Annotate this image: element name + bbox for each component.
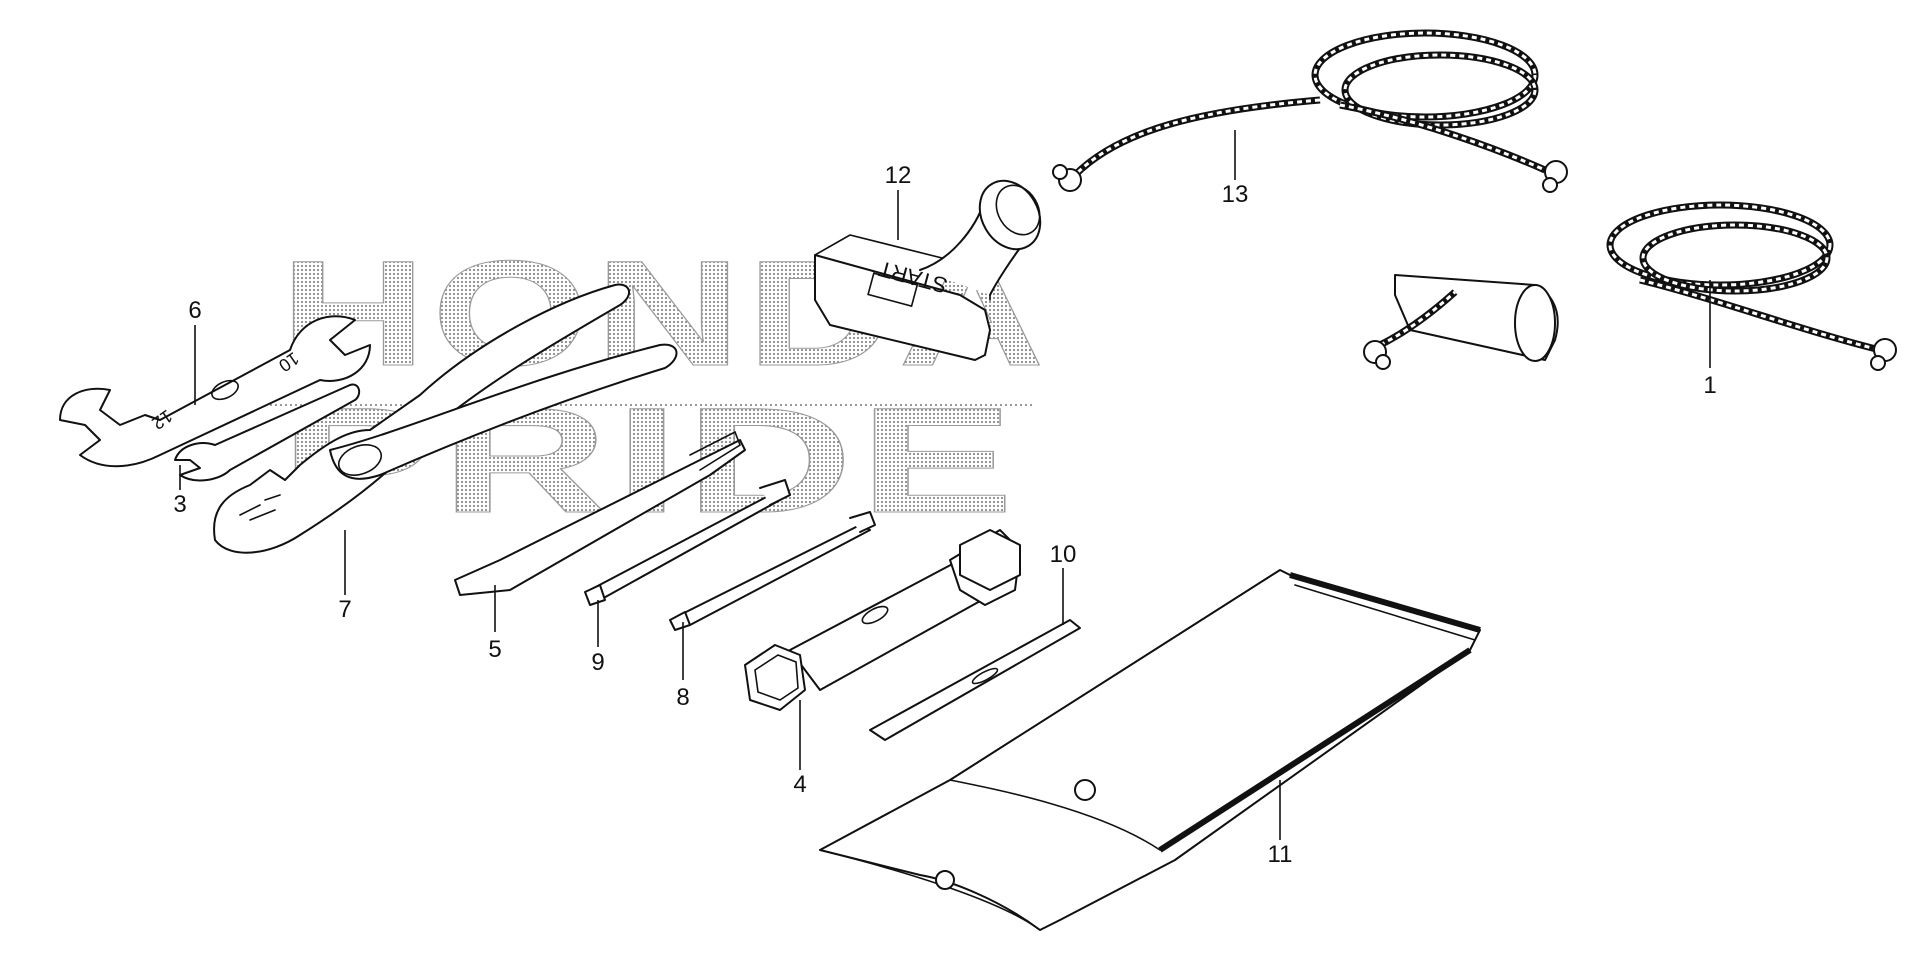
callout-3: 3	[173, 491, 186, 518]
rope-13	[1052, 29, 1568, 193]
screwdriver-bit-8	[669, 511, 876, 631]
pliers-7	[213, 283, 678, 554]
plug-wrench-4	[744, 529, 1021, 711]
tommy-bar-10	[869, 619, 1081, 741]
callout-13: 13	[1222, 181, 1249, 208]
callout-6: 6	[188, 297, 201, 324]
callout-12: 12	[885, 162, 912, 189]
wrench-6: 12 10	[59, 315, 371, 468]
callout-7: 7	[338, 596, 351, 623]
callout-4: 4	[793, 771, 806, 798]
callout-11: 11	[1268, 841, 1293, 868]
callout-8: 8	[676, 684, 689, 711]
leader-lines	[179, 130, 1711, 840]
callout-9: 9	[591, 649, 604, 676]
screwdriver-phillips-9	[584, 479, 791, 606]
screwdriver-flat-5	[454, 430, 746, 596]
starter-rope-with-grip-1	[1363, 201, 1897, 371]
callout-5: 5	[488, 636, 501, 663]
callout-10: 10	[1050, 541, 1077, 568]
tool-pouch-11	[819, 569, 1481, 931]
callout-1: 1	[1703, 372, 1716, 399]
wrench-3	[174, 383, 361, 482]
callouts: 1 3 4 5 6 7 8 9 10 11 12 13	[173, 162, 1716, 868]
